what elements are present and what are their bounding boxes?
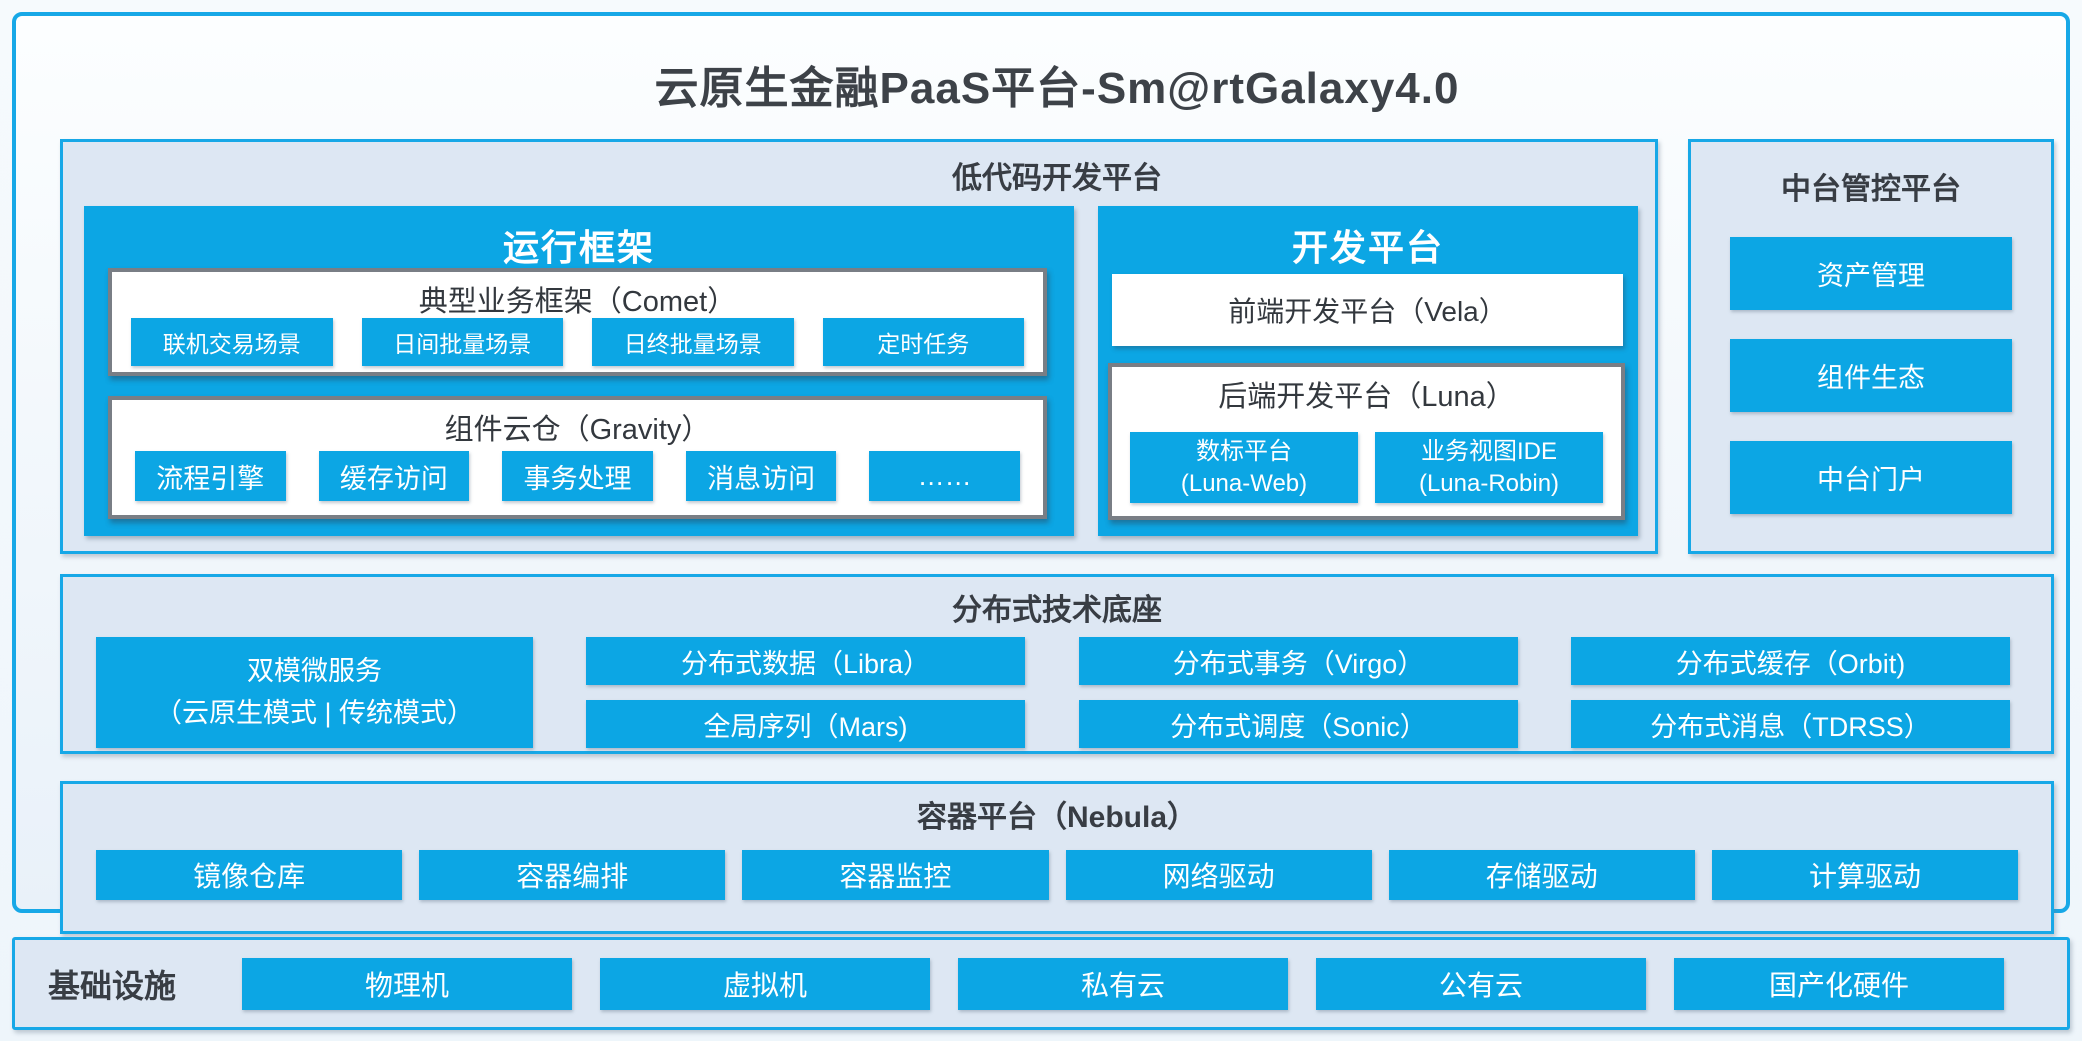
- gravity-item: 缓存访问: [318, 451, 470, 501]
- dev-platform-title: 开发平台: [1291, 227, 1444, 268]
- luna-web-name: 数标平台: [1196, 438, 1292, 466]
- comet-item: 日终批量场景: [592, 318, 794, 366]
- container-items-row: 镜像仓库 容器编排 容器监控 网络驱动 存储驱动 计算驱动: [63, 850, 2051, 900]
- runtime-framework-title: 运行框架: [502, 227, 655, 268]
- dist-message-tdrss: 分布式消息（TDRSS）: [1571, 700, 2010, 748]
- infra-item-virtual-machine: 虚拟机: [600, 958, 930, 1010]
- middle-item-asset-mgmt: 资产管理: [1730, 237, 2012, 310]
- infrastructure-items-row: 物理机 虚拟机 私有云 公有云 国产化硬件: [242, 958, 2004, 1010]
- gravity-item: 消息访问: [685, 451, 837, 501]
- lowcode-platform-panel: 运行框架 典型业务框架（Comet） 联机交易场景 日间批量场景 日终批量场景 …: [60, 139, 1658, 554]
- container-item-monitoring: 容器监控: [742, 850, 1049, 900]
- infra-item-public-cloud: 公有云: [1316, 958, 1646, 1010]
- container-item-image-repo: 镜像仓库: [96, 850, 403, 900]
- main-frame: 云原生金融PaaS平台-Sm@rtGalaxy4.0 运行框架 典型业务框架（C…: [12, 12, 2070, 934]
- luna-robin-item: 业务视图IDE (Luna-Robin): [1375, 432, 1603, 503]
- dev-platform-box: 开发平台 前端开发平台（Vela） 后端开发平台（Luna） 数标平台 (Lun…: [1098, 206, 1638, 536]
- middle-item-component-eco: 组件生态: [1730, 339, 2012, 412]
- gravity-warehouse-box: 组件云仓（Gravity） 流程引擎 缓存访问 事务处理 消息访问 ……: [108, 396, 1047, 519]
- infra-item-private-cloud: 私有云: [958, 958, 1288, 1010]
- container-platform-panel: 容器平台（Nebula） 镜像仓库 容器编排 容器监控 网络驱动 存储驱动 计算…: [60, 781, 2054, 934]
- infra-item-domestic-hardware: 国产化硬件: [1674, 958, 2004, 1010]
- comet-item: 联机交易场景: [131, 318, 333, 366]
- middle-platform-items: 资产管理 组件生态 中台门户: [1691, 237, 2051, 514]
- comet-items-row: 联机交易场景 日间批量场景 日终批量场景 定时任务: [112, 318, 1043, 366]
- dist-data-libra: 分布式数据（Libra）: [586, 637, 1025, 685]
- dist-scheduler-sonic: 分布式调度（Sonic）: [1079, 700, 1518, 748]
- dual-mode-line1: 双模微服务: [247, 655, 382, 686]
- luna-web-item: 数标平台 (Luna-Web): [1130, 432, 1358, 503]
- distributed-base-panel: 分布式技术底座 双模微服务 （云原生模式 | 传统模式） 分布式数据（Libra…: [60, 574, 2054, 754]
- global-sequence-mars: 全局序列（Mars): [586, 700, 1025, 748]
- infrastructure-band: 基础设施 物理机 虚拟机 私有云 公有云 国产化硬件: [12, 937, 2070, 1030]
- luna-items-row: 数标平台 (Luna-Web) 业务视图IDE (Luna-Robin): [1112, 432, 1621, 503]
- middle-platform-label: 中台管控平台: [1781, 173, 1961, 206]
- comet-framework-title: 典型业务框架（Comet）: [418, 286, 737, 318]
- luna-backend-title: 后端开发平台（Luna）: [1218, 381, 1515, 413]
- comet-framework-box: 典型业务框架（Comet） 联机交易场景 日间批量场景 日终批量场景 定时任务: [108, 268, 1047, 376]
- dist-transaction-virgo: 分布式事务（Virgo）: [1079, 637, 1518, 685]
- gravity-item-ellipsis: ……: [869, 451, 1020, 501]
- middle-item-portal: 中台门户: [1730, 441, 2012, 514]
- vela-frontend-box: 前端开发平台（Vela）: [1112, 274, 1623, 346]
- container-item-network-driver: 网络驱动: [1065, 850, 1372, 900]
- luna-web-code: (Luna-Web): [1180, 469, 1308, 497]
- luna-robin-name: 业务视图IDE: [1420, 438, 1557, 466]
- dual-mode-microservice-box: 双模微服务 （云原生模式 | 传统模式）: [96, 637, 533, 748]
- distributed-base-label: 分布式技术底座: [952, 594, 1162, 627]
- comet-item: 日间批量场景: [361, 318, 563, 366]
- container-item-storage-driver: 存储驱动: [1388, 850, 1695, 900]
- lowcode-platform-label: 低代码开发平台: [952, 162, 1162, 195]
- luna-robin-code: (Luna-Robin): [1418, 469, 1560, 497]
- gravity-warehouse-title: 组件云仓（Gravity）: [444, 414, 711, 446]
- gravity-items-row: 流程引擎 缓存访问 事务处理 消息访问 ……: [112, 451, 1043, 501]
- dist-cache-orbit: 分布式缓存（Orbit): [1571, 637, 2010, 685]
- comet-item: 定时任务: [822, 318, 1024, 366]
- page-title: 云原生金融PaaS平台-Sm@rtGalaxy4.0: [654, 64, 1460, 113]
- container-platform-label: 容器平台（Nebula）: [916, 801, 1198, 834]
- middle-platform-panel: 中台管控平台 资产管理 组件生态 中台门户: [1688, 139, 2054, 554]
- container-item-orchestration: 容器编排: [419, 850, 726, 900]
- gravity-item: 事务处理: [502, 451, 653, 501]
- gravity-item: 流程引擎: [135, 451, 286, 501]
- dual-mode-line2: （云原生模式 | 传统模式）: [154, 697, 475, 728]
- infrastructure-label: 基础设施: [48, 967, 177, 1004]
- container-item-compute-driver: 计算驱动: [1711, 850, 2019, 900]
- luna-backend-box: 后端开发平台（Luna） 数标平台 (Luna-Web) 业务视图IDE (Lu…: [1108, 363, 1625, 520]
- runtime-framework-box: 运行框架 典型业务框架（Comet） 联机交易场景 日间批量场景 日终批量场景 …: [84, 206, 1074, 536]
- infra-item-physical-machine: 物理机: [242, 958, 572, 1010]
